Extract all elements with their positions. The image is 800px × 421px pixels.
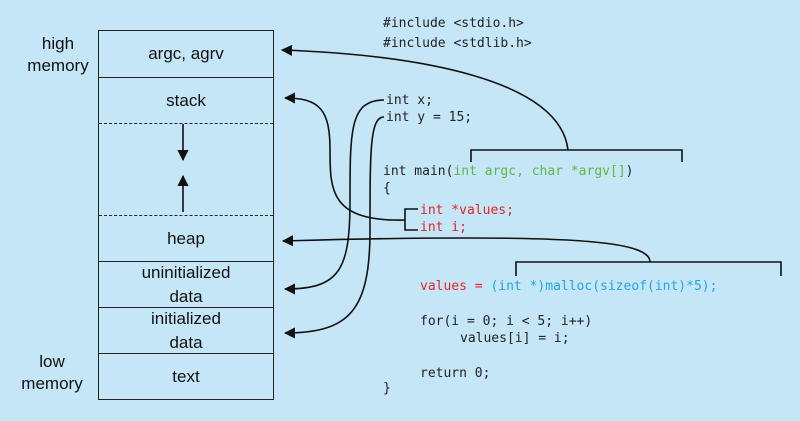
low-memory-label: low memory	[10, 351, 94, 395]
code-include-stdlib: #include <stdlib.h>	[383, 36, 532, 52]
code-values-i-text: values[i] = i;	[460, 331, 570, 346]
code-values-assign: values = (int *)malloc(sizeof(int)*5);	[420, 279, 717, 295]
segment-uninit-label-2: data	[169, 286, 203, 306]
memory-layout: argc, agrv stack heap uninitialized data…	[98, 30, 274, 400]
code-malloc-call: (int *)malloc(sizeof(int)*5);	[490, 279, 718, 294]
segment-stack-label: stack	[166, 90, 206, 110]
code-include-stdlib-text: #include <stdlib.h>	[383, 36, 532, 51]
code-for-loop-text: for(i = 0; i < 5; i++)	[420, 314, 593, 329]
params-bracket	[470, 149, 683, 162]
segment-text-label: text	[172, 366, 200, 386]
code-open-brace-text: {	[383, 181, 391, 196]
high-memory-text: high memory	[27, 34, 89, 75]
code-int-y: int y = 15;	[386, 110, 472, 126]
segment-init-label-2: data	[169, 332, 203, 352]
low-memory-text: low memory	[21, 352, 83, 393]
code-values-assign-lhs: values =	[420, 279, 491, 294]
int-y-to-init-arrow	[283, 116, 385, 339]
segment-stack: stack	[99, 77, 273, 123]
code-include-stdio-text: #include <stdio.h>	[383, 16, 524, 31]
segment-text: text	[99, 353, 273, 399]
code-int-y-text: int y = 15;	[386, 110, 473, 125]
code-int-x-text: int x;	[386, 93, 433, 108]
segment-initialized-data: initialized data	[99, 307, 273, 353]
int-x-to-uninit-arrow	[283, 99, 385, 295]
segment-argc-argv-label: argc, agrv	[148, 44, 224, 63]
code-close-brace-text: }	[383, 381, 391, 396]
code-values-i: values[i] = i;	[460, 331, 570, 347]
code-main-prefix: int main(	[383, 164, 454, 179]
segment-argc-argv: argc, agrv	[99, 31, 273, 77]
code-open-brace: {	[383, 181, 391, 197]
code-main-signature: int main(int argc, char *argv[])	[383, 164, 633, 180]
segment-uninitialized-data: uninitialized data	[99, 261, 273, 307]
code-for-loop: for(i = 0; i < 5; i++)	[420, 314, 592, 330]
malloc-to-heap-arrow	[281, 235, 651, 263]
code-int-values-text: int *values;	[420, 203, 514, 218]
segment-heap-label: heap	[167, 229, 205, 248]
segment-init-label-1: initialized	[151, 308, 221, 328]
code-int-i: int i;	[420, 220, 467, 236]
code-return-text: return 0;	[420, 366, 491, 381]
code-close-brace: }	[383, 381, 391, 397]
code-main-suffix: )	[625, 164, 634, 179]
code-int-values: int *values;	[420, 203, 514, 219]
code-return: return 0;	[420, 366, 490, 382]
code-int-x: int x;	[386, 93, 433, 109]
stack-boundary-dashed	[99, 123, 273, 124]
segment-heap: heap	[99, 217, 273, 261]
code-main-params: int argc, char *argv[]	[453, 164, 626, 179]
heap-boundary-dashed	[99, 215, 273, 216]
segment-uninit-label-1: uninitialized	[141, 262, 231, 282]
malloc-bracket	[515, 261, 782, 276]
locals-bracket	[404, 208, 418, 231]
high-memory-label: high memory	[12, 33, 104, 77]
code-include-stdio: #include <stdio.h>	[383, 16, 524, 32]
code-int-i-text: int i;	[420, 220, 467, 235]
